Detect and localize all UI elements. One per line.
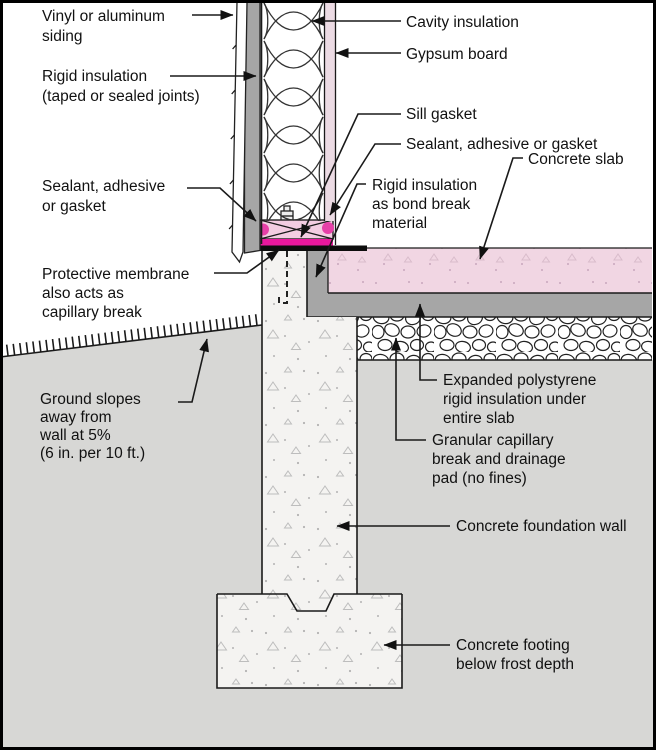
label-line: or gasket bbox=[42, 198, 106, 215]
leader-rigid-bond-break bbox=[315, 183, 366, 278]
label-line: Concrete slab bbox=[528, 151, 624, 168]
footing-top-keyway-line bbox=[217, 593, 402, 612]
label-footing: Concrete footing below frost depth bbox=[456, 637, 574, 673]
label-line: pad (no fines) bbox=[432, 470, 527, 487]
label-rigid-bond-break: Rigid insulation as bond break material bbox=[372, 177, 477, 232]
leader-granular-pad bbox=[391, 337, 426, 441]
soil-below-footing bbox=[262, 688, 357, 750]
cavity-insulation-shape bbox=[263, 2, 324, 221]
gravel-pad-shape bbox=[357, 317, 652, 360]
label-line: Gypsum board bbox=[406, 46, 508, 63]
label-line: Expanded polystyrene bbox=[443, 372, 596, 389]
label-foundation-wall: Concrete foundation wall bbox=[456, 518, 627, 535]
label-protective-membrane: Protective membrane also acts as capilla… bbox=[42, 266, 189, 321]
label-line: siding bbox=[42, 28, 83, 45]
leader-lines bbox=[170, 10, 523, 650]
label-expanded-polystyrene: Expanded polystyrene rigid insulation un… bbox=[443, 372, 596, 427]
label-line: (6 in. per 10 ft.) bbox=[40, 445, 145, 462]
leader-protective-membrane bbox=[214, 249, 280, 274]
label-rigid-insulation-ext: Rigid insulation (taped or sealed joints… bbox=[42, 68, 200, 105]
label-line: entire slab bbox=[443, 410, 515, 427]
sill-gasket-shape bbox=[260, 239, 333, 246]
gypsum-board-shape bbox=[324, 2, 336, 221]
label-line: break and drainage bbox=[432, 451, 566, 468]
leader-sealant-left bbox=[187, 187, 257, 222]
label-line: Sealant, adhesive bbox=[42, 178, 165, 195]
label-line: below frost depth bbox=[456, 656, 574, 673]
label-line: (taped or sealed joints) bbox=[42, 88, 200, 105]
label-line: Cavity insulation bbox=[406, 14, 519, 31]
label-line: Protective membrane bbox=[42, 266, 189, 283]
label-line: capillary break bbox=[42, 304, 142, 321]
bond-break-insulation-shape bbox=[307, 250, 328, 317]
label-sealant-right: Sealant, adhesive or gasket bbox=[406, 136, 598, 153]
label-line: Rigid insulation bbox=[372, 177, 477, 194]
sill-plate-cross bbox=[259, 219, 334, 240]
label-line: Vinyl or aluminum bbox=[42, 8, 165, 25]
label-line: Rigid insulation bbox=[42, 68, 147, 85]
leader-ground-slopes bbox=[178, 338, 209, 403]
label-line: wall at 5% bbox=[39, 427, 111, 444]
label-line: Granular capillary bbox=[432, 432, 554, 449]
anchor-bolt-shank bbox=[278, 221, 288, 304]
label-ground-slopes: Ground slopes away from wall at 5% (6 in… bbox=[39, 391, 145, 462]
labels: Vinyl or aluminum siding Rigid insulatio… bbox=[39, 8, 627, 673]
label-line: material bbox=[372, 215, 427, 232]
label-line: Concrete footing bbox=[456, 637, 570, 654]
soil bbox=[0, 325, 656, 750]
foundation-wall bbox=[261, 246, 358, 594]
soil-right bbox=[357, 360, 656, 750]
leader-expanded-polystyrene bbox=[415, 303, 437, 381]
label-line: Ground slopes bbox=[40, 391, 141, 408]
footing-outline bbox=[216, 594, 403, 689]
label-line: away from bbox=[40, 409, 112, 426]
label-line: Concrete foundation wall bbox=[456, 518, 627, 535]
label-gypsum-board: Gypsum board bbox=[406, 46, 508, 63]
label-granular-pad: Granular capillary break and drainage pa… bbox=[432, 432, 566, 487]
ground-slope-line bbox=[0, 324, 263, 358]
siding-lap-notches bbox=[228, 44, 237, 230]
concrete-slab-shape bbox=[328, 248, 652, 293]
label-cavity-insulation: Cavity insulation bbox=[406, 14, 519, 31]
label-concrete-slab: Concrete slab bbox=[528, 151, 624, 168]
concrete-footing bbox=[216, 593, 403, 689]
underslab-insulation-shape bbox=[328, 293, 652, 317]
label-sealant-left: Sealant, adhesive or gasket bbox=[42, 178, 165, 215]
sealant-dot-right bbox=[322, 222, 334, 234]
footing-shape bbox=[217, 594, 402, 688]
concrete-slab bbox=[327, 247, 652, 294]
leader-concrete-slab bbox=[479, 157, 523, 260]
ground-surface bbox=[0, 313, 263, 358]
wall-assembly bbox=[228, 1, 337, 264]
label-vinyl-siding: Vinyl or aluminum siding bbox=[42, 8, 165, 45]
soil-left bbox=[0, 325, 262, 750]
label-line: Sealant, adhesive or gasket bbox=[406, 136, 598, 153]
leader-sealant-right bbox=[329, 143, 401, 216]
label-line: as bond break bbox=[372, 196, 470, 213]
foundation-wall-shape bbox=[262, 246, 357, 594]
label-sill-gasket: Sill gasket bbox=[406, 106, 477, 123]
leader-sill-gasket bbox=[300, 113, 401, 238]
label-line: Sill gasket bbox=[406, 106, 477, 123]
label-line: also acts as bbox=[42, 285, 124, 302]
protective-membrane-shape bbox=[258, 245, 367, 251]
label-line: rigid insulation under bbox=[443, 391, 586, 408]
